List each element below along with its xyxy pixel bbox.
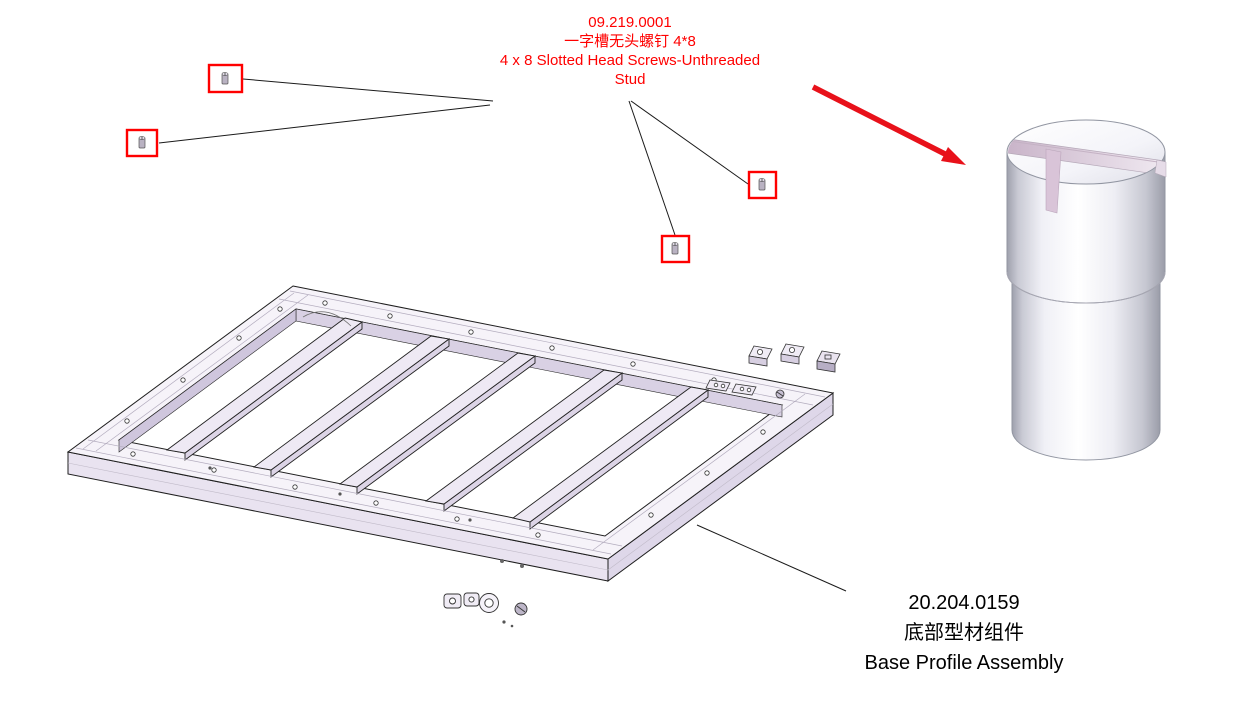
set-screw-3d-render bbox=[1006, 119, 1167, 461]
hardware-cluster-right bbox=[705, 343, 841, 399]
tiny-screw-icon bbox=[138, 136, 146, 149]
assembly-name-cn: 底部型材组件 bbox=[904, 622, 1024, 644]
tiny-screw-icon bbox=[221, 72, 229, 85]
assembly-grooves bbox=[67, 290, 834, 571]
assembly-part-number: 20.204.0159 bbox=[908, 592, 1020, 614]
leader-line bbox=[158, 104, 491, 144]
set-screw-body bbox=[1011, 272, 1161, 461]
tiny-screw-icon bbox=[671, 242, 679, 255]
assembly-leader-line bbox=[696, 524, 847, 592]
assembly-callout-label: 20.204.0159 底部型材组件 Base Profile Assembly bbox=[818, 588, 1110, 678]
leader-lines bbox=[158, 78, 847, 592]
screw-name-en: 4 x 8 Slotted Head Screws-Unthreaded bbox=[499, 52, 761, 69]
base-profile-assembly-drawing bbox=[66, 285, 841, 628]
assembly-cross-beams bbox=[165, 317, 710, 530]
set-screw-slot-front-face bbox=[1045, 148, 1062, 214]
set-screw-seam bbox=[1006, 271, 1166, 304]
screw-position-markers bbox=[125, 63, 778, 264]
screw-name-en-2: Stud bbox=[614, 71, 646, 88]
leader-line bbox=[628, 100, 676, 236]
assembly-name-en: Base Profile Assembly bbox=[864, 652, 1064, 674]
screw-name-cn: 一字槽无头螺钉 4*8 bbox=[564, 33, 696, 50]
screw-part-number: 09.219.0001 bbox=[588, 14, 672, 31]
hardware-cluster-bottom bbox=[443, 559, 528, 628]
set-screw-slot-rim-notch bbox=[1154, 159, 1167, 178]
red-callout-arrow bbox=[811, 84, 966, 165]
assembly-corner-detail bbox=[302, 311, 352, 327]
assembly-inner-wall-left bbox=[118, 308, 297, 453]
tiny-screw-icon bbox=[758, 178, 766, 191]
leader-line bbox=[242, 78, 494, 102]
screw-callout-label: 09.219.0001 一字槽无头螺钉 4*8 4 x 8 Slotted He… bbox=[440, 13, 820, 89]
leader-line bbox=[630, 100, 749, 185]
